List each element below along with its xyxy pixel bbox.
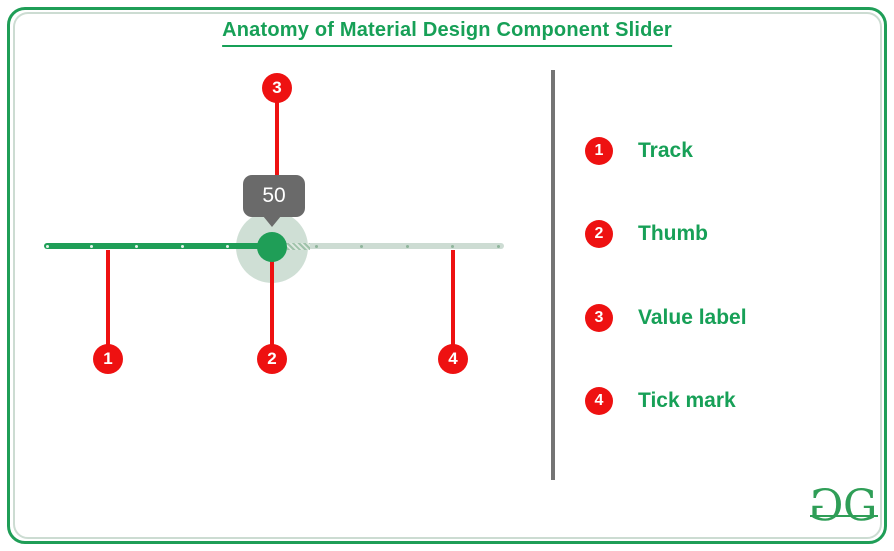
callout-line-value-label [275,101,279,179]
legend-label-track: Track [638,139,693,162]
legend-badge-1: 1 [585,137,613,165]
slider-track-active[interactable] [44,243,273,249]
tick-mark [315,245,318,248]
legend-item-track: 1 Track [585,137,693,165]
callout-line-tick-mark [451,250,455,346]
slider-thumb[interactable] [257,232,287,262]
logo-underline [810,515,878,517]
legend-badge-3: 3 [585,304,613,332]
legend-item-thumb: 2 Thumb [585,220,708,248]
legend-item-value-label: 3 Value label [585,304,747,332]
callout-badge-4: 4 [438,344,468,374]
inner-border [13,12,882,539]
tick-mark [226,245,229,248]
slider-track-hatch [276,243,310,250]
callout-badge-3: 3 [262,73,292,103]
legend-label-value-label: Value label [638,306,747,329]
legend-label-tick-mark: Tick mark [638,389,736,412]
slider-value-label: 50 [243,175,305,217]
tick-mark [451,245,454,248]
legend-badge-4: 4 [585,387,613,415]
tick-mark [360,245,363,248]
tick-mark [181,245,184,248]
tick-mark [90,245,93,248]
geeksforgeeks-logo: GG [810,481,878,531]
tick-mark [135,245,138,248]
tick-mark [406,245,409,248]
page-title: Anatomy of Material Design Component Sli… [222,19,672,47]
logo-letter-mirrored-g: G [813,481,843,531]
outer-border [7,7,887,544]
tick-mark [46,245,49,248]
callout-badge-1: 1 [93,344,123,374]
slider-track-inactive[interactable] [273,243,504,249]
legend-badge-2: 2 [585,220,613,248]
callout-badge-2: 2 [257,344,287,374]
divider-line [551,70,555,480]
logo-letter-g: G [843,481,877,531]
callout-line-thumb [270,261,274,346]
slider-value-label-pointer [263,216,281,227]
callout-line-track [106,250,110,346]
legend-item-tick-mark: 4 Tick mark [585,387,736,415]
tick-mark [497,245,500,248]
legend-label-thumb: Thumb [638,222,708,245]
